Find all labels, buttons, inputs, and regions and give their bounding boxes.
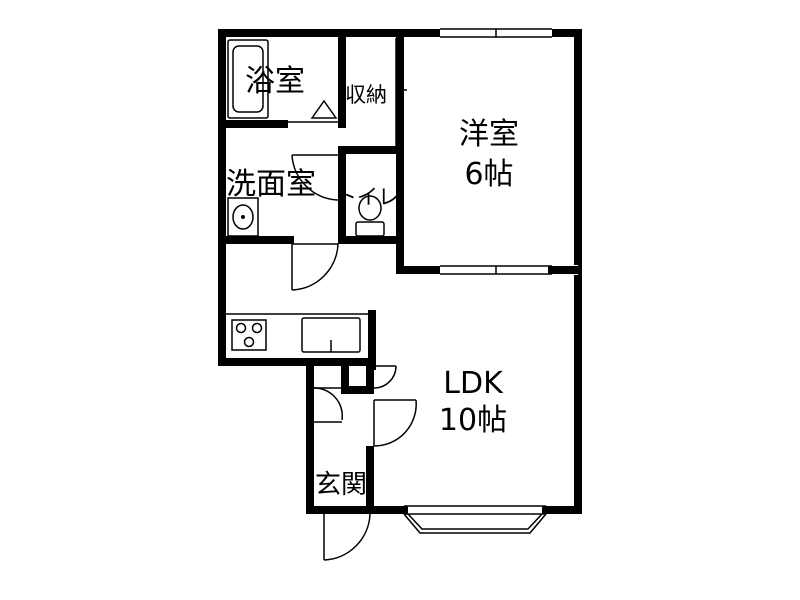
kitchen-sink xyxy=(301,317,361,353)
label-toilet: トイレ xyxy=(336,185,399,209)
toilet-bowl xyxy=(355,195,385,237)
bath-door xyxy=(284,99,338,123)
shelf-door-swing xyxy=(373,365,397,389)
label-washroom: 洗面室 xyxy=(226,167,316,202)
label-ldk: LDK xyxy=(443,366,504,401)
label-bath: 浴室 xyxy=(245,64,305,99)
window-western-ldk-partition xyxy=(440,265,582,275)
label-western-room-size: 6帖 xyxy=(464,157,513,192)
label-ldk-size: 10帖 xyxy=(439,403,507,438)
label-western-room: 洋室 xyxy=(459,117,519,152)
washbasin xyxy=(227,197,259,237)
windows xyxy=(403,28,582,534)
interior-walls xyxy=(218,29,444,514)
toilet-door-swing xyxy=(291,154,340,201)
window-western-top xyxy=(440,28,552,38)
label-entrance: 玄関 xyxy=(315,470,367,500)
room-labels: 浴室 収納 洋室 6帖 洗面室 トイレ LDK 10帖 玄関 xyxy=(226,64,519,500)
label-storage: 収納 xyxy=(345,83,387,107)
entrance-door-swing xyxy=(323,513,371,561)
washroom-door-swing xyxy=(291,240,339,291)
bay-window-ldk xyxy=(403,505,547,534)
storage-closet-doors xyxy=(395,38,407,146)
wall-entrance-shelf xyxy=(341,362,374,394)
hall-door-swing-upper xyxy=(313,387,346,423)
stove xyxy=(231,319,267,351)
ldk-door-swing xyxy=(373,399,417,447)
bathtub xyxy=(227,39,269,119)
